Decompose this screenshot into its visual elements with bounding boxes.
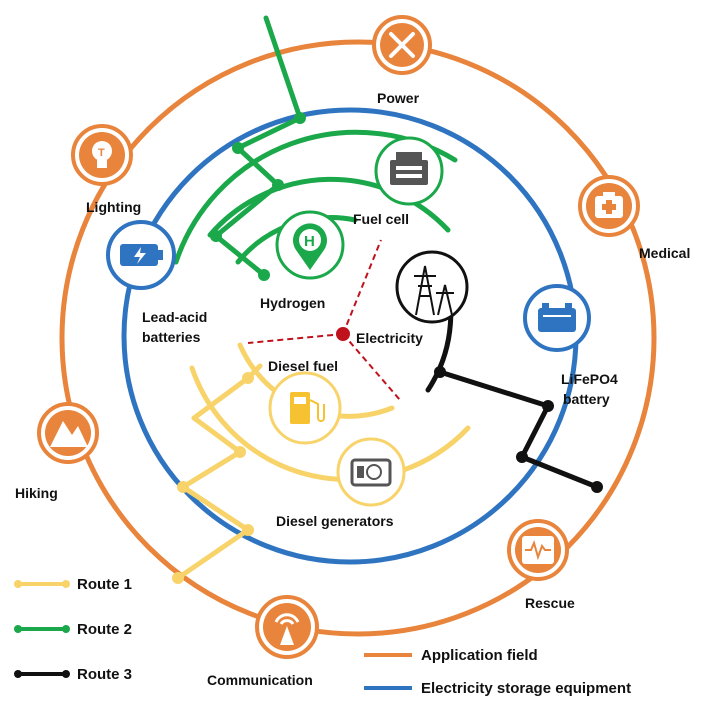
diesel-generators-label: Diesel generators: [276, 513, 394, 529]
electricity-dashed-links: [247, 239, 401, 401]
legend-storage-equipment: Electricity storage equipment: [364, 680, 631, 697]
legend-application-field: Application field: [364, 647, 538, 664]
hiking-label: Hiking: [15, 485, 58, 501]
hydrogen-pin-icon: H: [293, 223, 327, 270]
legend-route-2: Route 2: [14, 621, 132, 638]
route-1-node: [234, 446, 246, 458]
route-2-junctions: [210, 112, 306, 281]
route-3-node: [542, 400, 554, 412]
electricity-node: [395, 250, 469, 324]
lighting-label: Lighting: [86, 199, 141, 215]
route-1-node: [242, 524, 254, 536]
svg-text:T: T: [98, 147, 105, 159]
application-field-ring: [59, 39, 657, 637]
diesel-generators-node: [336, 437, 406, 507]
rescue-label: Rescue: [525, 595, 575, 611]
diesel-fuel-label: Diesel fuel: [268, 358, 338, 374]
hydrogen-label: Hydrogen: [260, 295, 325, 311]
power-node: [372, 15, 432, 75]
lifepo4-label-1: LiFePO4: [561, 371, 618, 387]
antenna-icon: [274, 613, 300, 645]
legend-storage-equipment-label: Electricity storage equipment: [421, 680, 631, 697]
route-2-node: [210, 230, 222, 242]
route-3-node: [591, 481, 603, 493]
power-tower-icon: [414, 265, 454, 316]
route-1-junctions: [172, 372, 254, 584]
medical-node: [578, 175, 640, 237]
rescue-monitor-icon: [522, 536, 554, 564]
legend-application-field-label: Application field: [421, 647, 538, 664]
lifepo4-label-2: battery: [563, 391, 610, 407]
medical-label: Medical: [639, 245, 690, 261]
route-2-node: [258, 269, 270, 281]
rescue-node: [507, 519, 569, 581]
lighting-node: T: [71, 124, 133, 186]
wrench-screwdriver-icon: [389, 32, 415, 58]
route-3-node: [516, 451, 528, 463]
communication-node: [255, 595, 319, 659]
route-1-node: [172, 572, 184, 584]
electricity-label: Electricity: [356, 330, 423, 346]
svg-text:H: H: [304, 233, 315, 250]
lead-acid-label-1: Lead-acid: [142, 309, 207, 325]
lifepo4-node: [523, 284, 591, 352]
route-3-junctions: [434, 366, 603, 493]
fuel-pump-icon: [290, 392, 325, 424]
legend: Route 1 Route 2 Route 3 Application fiel…: [14, 576, 631, 697]
car-battery-icon: [538, 303, 576, 332]
first-aid-kit-icon: [595, 192, 623, 218]
route-2-node: [294, 112, 306, 124]
lead-acid-node: [106, 220, 176, 290]
diesel-generator-icon: [350, 458, 392, 487]
battery-icon: [120, 244, 163, 266]
route-3-node: [434, 366, 446, 378]
legend-route-1: Route 1: [14, 576, 132, 593]
diesel-fuel-node: [268, 371, 342, 445]
light-bulb-icon: T: [92, 141, 112, 168]
lead-acid-label-2: batteries: [142, 329, 201, 345]
electricity-center-dot: [336, 327, 350, 341]
fuel-cell-node: [374, 136, 444, 206]
fuel-cell-label: Fuel cell: [353, 211, 409, 227]
legend-route-2-label: Route 2: [77, 621, 132, 638]
power-label: Power: [377, 90, 420, 106]
communication-label: Communication: [207, 672, 313, 688]
route-1-node: [242, 372, 254, 384]
route-2-node: [232, 142, 244, 154]
route-2-node: [272, 179, 284, 191]
mountain-icon: [50, 421, 88, 447]
legend-route-3: Route 3: [14, 666, 132, 683]
legend-route-1-label: Route 1: [77, 576, 132, 593]
hydrogen-node: H: [275, 210, 345, 280]
hiking-node: [37, 402, 99, 464]
route-1-node: [177, 481, 189, 493]
generator-icon: [390, 152, 428, 185]
legend-route-3-label: Route 3: [77, 666, 132, 683]
